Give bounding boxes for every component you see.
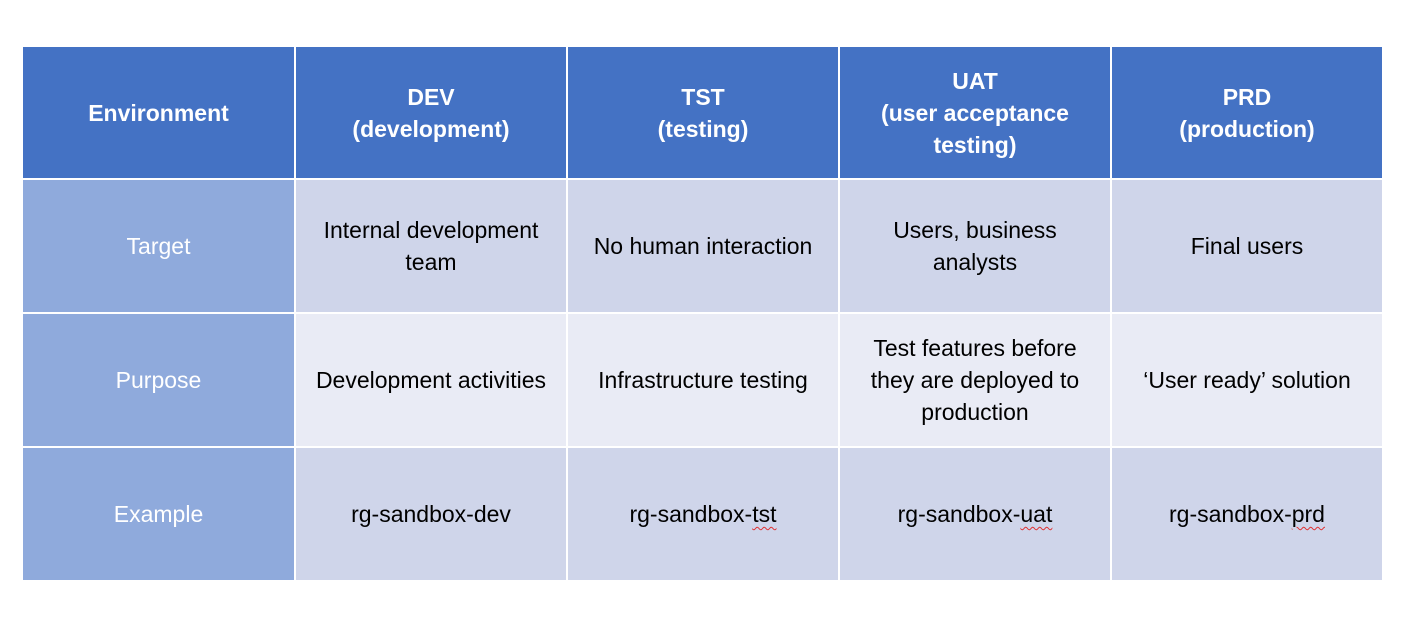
- example-tst-prefix: rg-sandbox-: [629, 501, 753, 527]
- header-row: Environment DEV (development) TST (testi…: [21, 45, 1384, 180]
- example-prd-prefix: rg-sandbox-: [1169, 501, 1292, 527]
- example-dev-text: rg-sandbox-dev: [351, 501, 511, 527]
- environments-table: Environment DEV (development) TST (testi…: [21, 45, 1384, 582]
- example-prd-suffix: prd: [1291, 501, 1325, 527]
- header-uat-desc-2: testing): [933, 131, 1017, 158]
- example-uat-cell: rg-sandbox-uat: [838, 446, 1112, 582]
- header-dev: DEV (development): [294, 45, 568, 180]
- example-uat-prefix: rg-sandbox-: [897, 501, 1021, 527]
- header-uat-desc-1: (user acceptance: [881, 99, 1069, 126]
- purpose-dev-cell: Development activities: [294, 312, 568, 448]
- header-prd: PRD (production): [1110, 45, 1384, 180]
- example-tst-cell: rg-sandbox-tst: [566, 446, 840, 582]
- header-environment: Environment: [21, 45, 296, 180]
- example-tst-suffix: tst: [752, 501, 777, 527]
- header-uat-code: UAT: [952, 67, 998, 94]
- target-prd-cell: Final users: [1110, 178, 1384, 314]
- target-tst-cell: No human interaction: [566, 178, 840, 314]
- header-tst: TST (testing): [566, 45, 840, 180]
- purpose-tst-cell: Infrastructure testing: [566, 312, 840, 448]
- header-tst-code: TST: [681, 83, 725, 110]
- purpose-prd-cell: ‘User ready’ solution: [1110, 312, 1384, 448]
- example-uat-suffix: uat: [1020, 501, 1053, 527]
- header-prd-code: PRD: [1222, 83, 1272, 110]
- header-dev-code: DEV: [407, 83, 455, 110]
- header-prd-desc: (production): [1179, 115, 1315, 142]
- example-prd-cell: rg-sandbox-prd: [1110, 446, 1384, 582]
- row-label-purpose: Purpose: [21, 312, 296, 448]
- purpose-uat-cell: Test features before they are deployed t…: [838, 312, 1112, 448]
- header-dev-desc: (development): [352, 115, 510, 142]
- example-dev-cell: rg-sandbox-dev: [294, 446, 568, 582]
- row-label-target: Target: [21, 178, 296, 314]
- target-dev-cell: Internal development team: [294, 178, 568, 314]
- target-uat-cell: Users, business analysts: [838, 178, 1112, 314]
- table-row-example: Example rg-sandbox-dev rg-sandbox-tst rg…: [21, 446, 1384, 582]
- header-environment-label: Environment: [88, 99, 229, 126]
- table-row-purpose: Purpose Development activities Infrastru…: [21, 312, 1384, 448]
- header-uat: UAT (user acceptance testing): [838, 45, 1112, 180]
- table-row-target: Target Internal development team No huma…: [21, 178, 1384, 314]
- row-label-example: Example: [21, 446, 296, 582]
- header-tst-desc: (testing): [657, 115, 749, 142]
